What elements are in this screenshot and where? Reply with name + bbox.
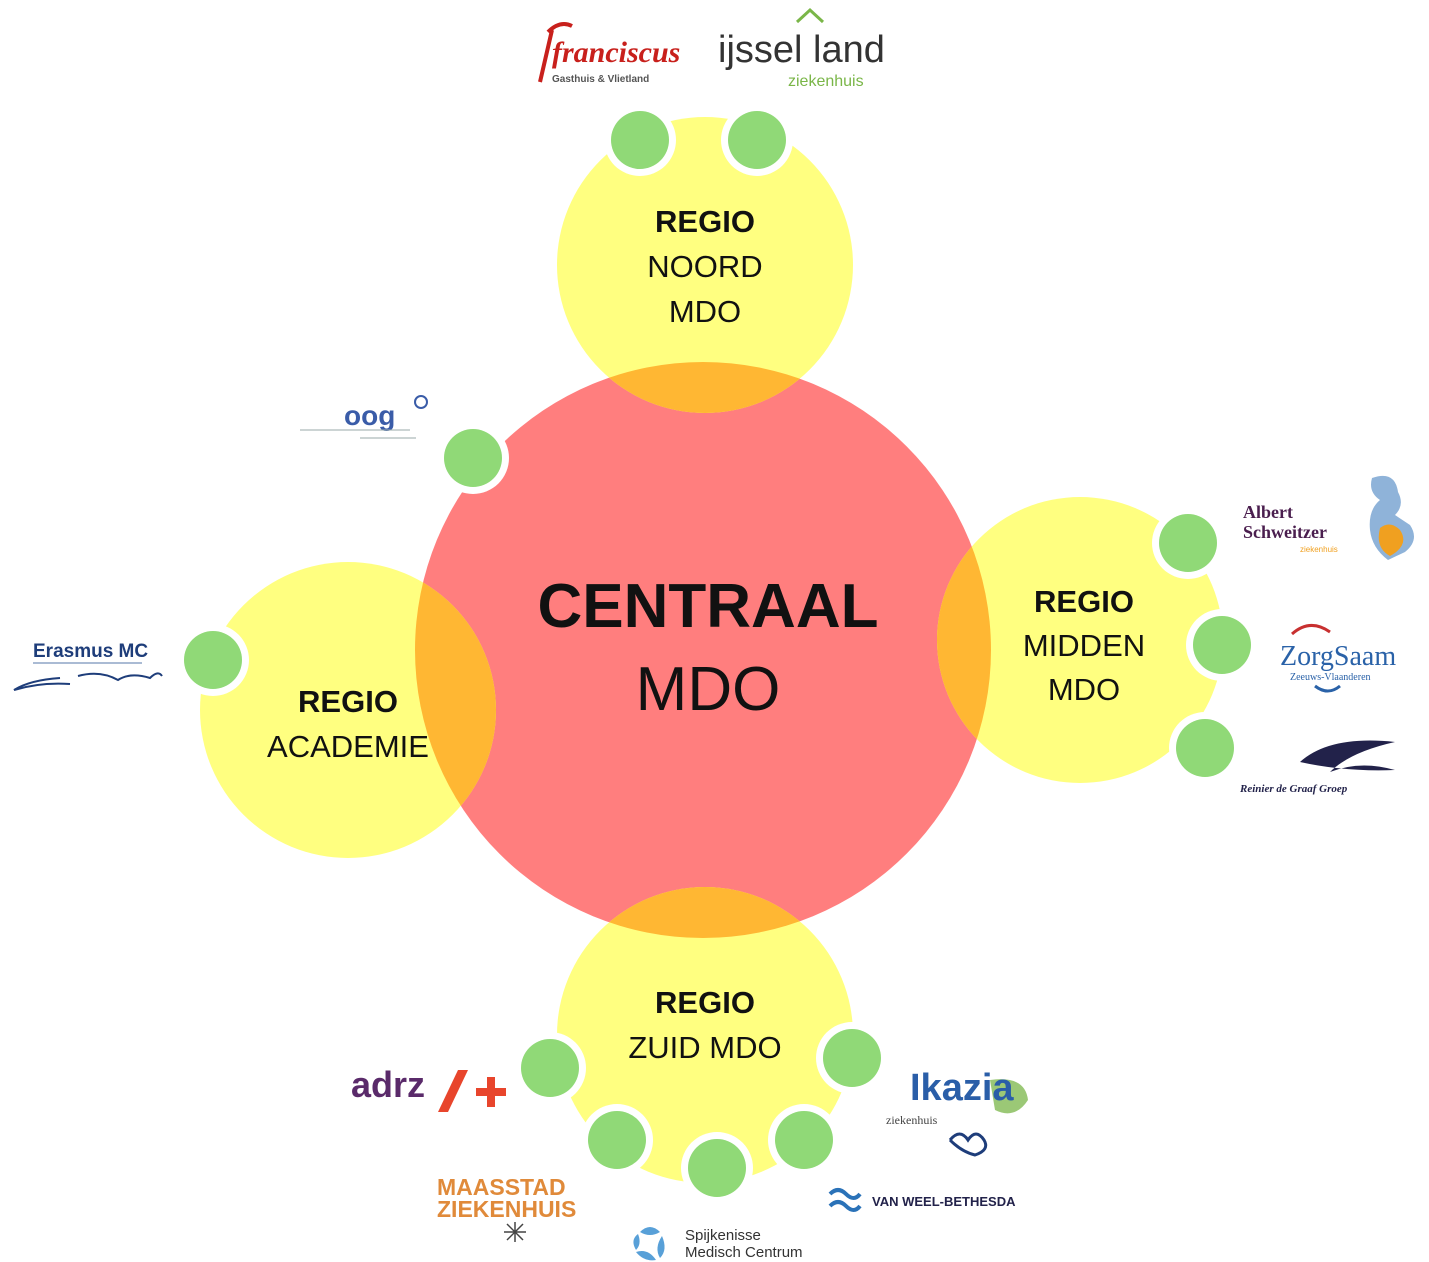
- zorgsaam-logo: ZorgSaam Zeeuws-Vlaanderen: [1280, 624, 1396, 693]
- adrz-logo: adrz: [351, 1064, 506, 1112]
- erasmus-name: Erasmus MC: [33, 641, 148, 662]
- van-weel-bethesda-logo: VAN WEEL-BETHESDA: [828, 1188, 1016, 1212]
- spijkenisse-logo: Spijkenisse Medisch Centrum: [633, 1227, 803, 1261]
- albert-sub: ziekenhuis: [1300, 545, 1338, 554]
- zorgsaam-sub: Zeeuws-Vlaanderen: [1290, 672, 1371, 683]
- spijkenisse-name-2: Medisch Centrum: [685, 1244, 803, 1261]
- zorgsaam-name: ZorgSaam: [1280, 641, 1396, 672]
- reinier-name: Reinier de Graaf Groep: [1239, 783, 1348, 795]
- connector-dot: [177, 624, 249, 696]
- maasstad-name-2: ZIEKENHUIS: [437, 1196, 576, 1222]
- region-zuid-name: ZUID MDO: [628, 1030, 781, 1065]
- central-subtitle: MDO: [636, 655, 781, 724]
- region-midden-circle: [937, 497, 1223, 783]
- region-noord-circle: [557, 117, 853, 413]
- adrz-name: adrz: [351, 1064, 425, 1105]
- connector-dot: [581, 1104, 653, 1176]
- region-midden-type: MDO: [1048, 672, 1120, 707]
- albert-schweitzer-logo: Albert Schweitzer ziekenhuis: [1243, 475, 1414, 560]
- ikazia-name: Ikazia: [910, 1067, 1014, 1109]
- connector-dot: [514, 1032, 586, 1104]
- region-academie-name: ACADEMIE: [267, 729, 429, 764]
- ijsselland-logo: ijssel land ziekenhuis: [718, 7, 885, 90]
- franciscus-logo: franciscus Gasthuis & Vlietland: [538, 22, 680, 85]
- connector-dot: [1152, 507, 1224, 579]
- erasmus-mc-logo: Erasmus MC: [13, 641, 163, 691]
- central-title: CENTRAAL: [538, 572, 879, 641]
- spijkenisse-name-1: Spijkenisse: [685, 1227, 761, 1244]
- connector-dot: [768, 1104, 840, 1176]
- connector-dot: [1186, 609, 1258, 681]
- region-academie-heading: REGIO: [298, 684, 398, 719]
- connector-dot: [437, 422, 509, 494]
- connector-dot: [681, 1132, 753, 1204]
- connector-dot: [604, 104, 676, 176]
- albert-name-1: Albert: [1243, 502, 1293, 522]
- oog-name: oog: [344, 400, 395, 431]
- albert-name-2: Schweitzer: [1243, 522, 1327, 542]
- region-midden-heading: REGIO: [1034, 584, 1134, 619]
- central-circle: [415, 362, 991, 938]
- region-zuid-heading: REGIO: [655, 985, 755, 1020]
- ijsselland-sub: ziekenhuis: [788, 73, 864, 90]
- region-midden-name: MIDDEN: [1023, 628, 1145, 663]
- connector-dot: [721, 104, 793, 176]
- ikazia-sub: ziekenhuis: [886, 1113, 938, 1127]
- maasstad-logo: MAASSTAD ZIEKENHUIS: [437, 1174, 576, 1242]
- region-noord-type: MDO: [669, 294, 741, 329]
- reinier-de-graaf-logo: Reinier de Graaf Groep: [1239, 740, 1395, 795]
- connector-dots: [177, 104, 1258, 1204]
- ikazia-logo: Ikazia ziekenhuis: [886, 1067, 1028, 1157]
- ijsselland-name: ijssel land: [718, 29, 885, 71]
- region-noord-name: NOORD: [647, 249, 762, 284]
- maasstad-name-1: MAASSTAD: [437, 1174, 566, 1200]
- franciscus-name: franciscus: [552, 36, 680, 69]
- oogziekenhuis-logo: oog: [300, 395, 428, 439]
- connector-dot: [816, 1022, 888, 1094]
- region-noord-heading: REGIO: [655, 204, 755, 239]
- franciscus-sub: Gasthuis & Vlietland: [552, 74, 649, 85]
- connector-dot: [1169, 712, 1241, 784]
- vanweel-name: VAN WEEL-BETHESDA: [872, 1194, 1016, 1209]
